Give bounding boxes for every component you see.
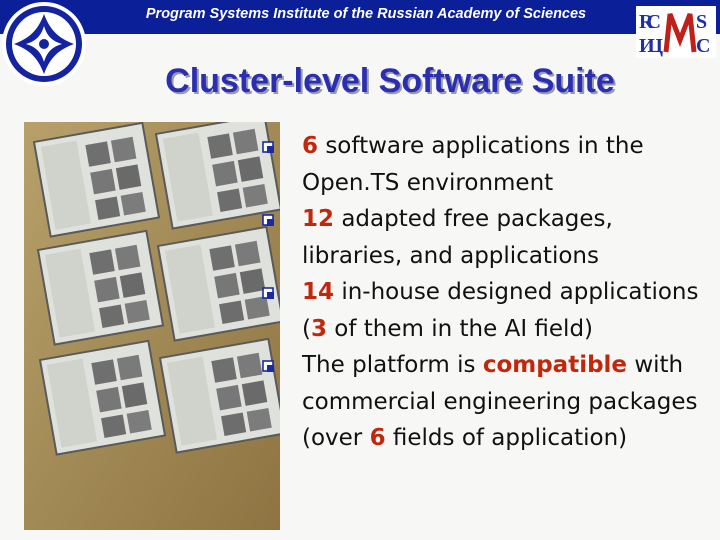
bullet-4-compatible: compatible: [482, 352, 628, 378]
header-title: Program Systems Institute of the Russian…: [145, 6, 587, 22]
cd-case: [32, 122, 280, 456]
svg-text:ИЦ: ИЦ: [639, 35, 663, 57]
bullet-2-text: adapted free packages, libraries, and ap…: [302, 206, 613, 269]
bullet-3-ai-count: 3: [310, 315, 327, 342]
rcms-logo: RC ИЦ S С: [636, 6, 716, 58]
bullet-4-text-mid: with commercial engineering packages (ov…: [302, 352, 698, 451]
bullet-item: 6 software applications in the Open.TS e…: [262, 128, 718, 201]
bullet-item: The platform is compatible with commerci…: [262, 347, 718, 457]
bullet-item: 12 adapted free packages, libraries, and…: [262, 201, 718, 274]
bullet-item: 14 in-house designed applications (3 of …: [262, 274, 718, 347]
bullet-4-text-end: fields of application): [385, 425, 628, 451]
bullet-3-text-end: of them in the AI field): [327, 315, 594, 342]
checkbox-bullet-icon: [262, 214, 274, 226]
bullet-2-count: 12: [302, 206, 335, 232]
slide-title: Cluster-level Software Suite: [165, 62, 615, 100]
bullet-4-fields-count: 6: [369, 425, 386, 451]
cd-cases-photo-icon: [24, 122, 280, 530]
header-bar: [0, 0, 720, 34]
svg-text:S: S: [696, 11, 707, 33]
checkbox-bullet-icon: [262, 141, 274, 153]
bullet-list: 6 software applications in the Open.TS e…: [262, 128, 718, 457]
rcms-logo-icon: RC ИЦ S С: [636, 6, 716, 58]
svg-text:С: С: [696, 35, 710, 57]
checkbox-bullet-icon: [262, 360, 274, 372]
bullet-3-text: in-house designed applications (: [302, 279, 699, 342]
svg-text:RC: RC: [639, 11, 661, 33]
checkbox-bullet-icon: [262, 287, 274, 299]
bullet-3-count: 14: [302, 279, 335, 305]
institute-emblem-icon: [2, 2, 86, 86]
bullet-1-count: 6: [302, 133, 319, 159]
bullet-1-text: software applications in the Open.TS env…: [302, 133, 644, 196]
bullet-4-text: The platform is: [302, 352, 483, 378]
